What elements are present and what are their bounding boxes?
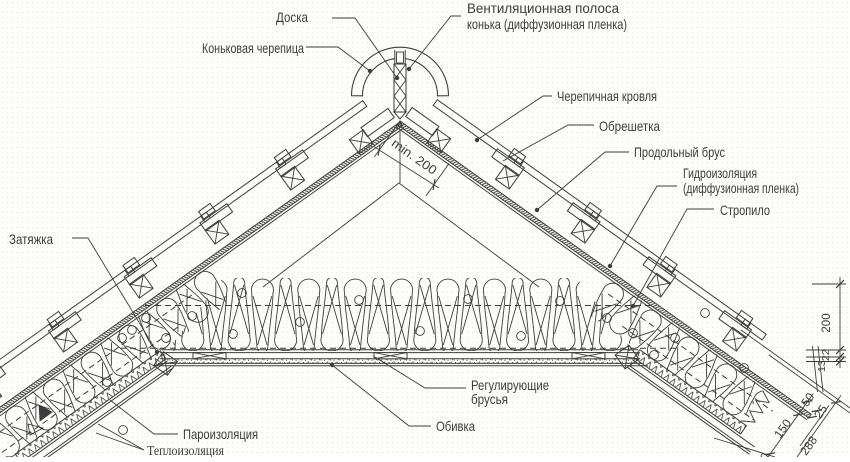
svg-text:Черепичная кровля: Черепичная кровля <box>557 88 657 104</box>
svg-text:Доска: Доска <box>276 9 308 25</box>
svg-text:Продольный брус: Продольный брус <box>634 144 725 160</box>
svg-text:Обрешетка: Обрешетка <box>599 118 660 134</box>
svg-text:(диффузионная пленка): (диффузионная пленка) <box>683 180 799 196</box>
svg-text:Теплоизоляция: Теплоизоляция <box>147 443 224 457</box>
svg-text:Пароизоляция: Пароизоляция <box>183 426 258 442</box>
svg-text:Стропило: Стропило <box>720 202 770 218</box>
svg-text:13: 13 <box>816 360 828 372</box>
svg-text:200: 200 <box>821 313 833 332</box>
svg-text:22: 22 <box>820 349 832 361</box>
svg-text:Регулирующие: Регулирующие <box>471 377 549 393</box>
svg-text:Вентиляционная полоса: Вентиляционная полоса <box>467 0 619 16</box>
svg-text:конька (диффузионная пленка): конька (диффузионная пленка) <box>467 16 627 32</box>
svg-text:Коньковая черепица: Коньковая черепица <box>202 40 304 56</box>
svg-text:Гидроизоляция: Гидроизоляция <box>683 165 757 181</box>
svg-text:Обивка: Обивка <box>436 418 475 434</box>
svg-text:брусья: брусья <box>471 391 508 407</box>
svg-text:Затяжка: Затяжка <box>9 231 53 247</box>
